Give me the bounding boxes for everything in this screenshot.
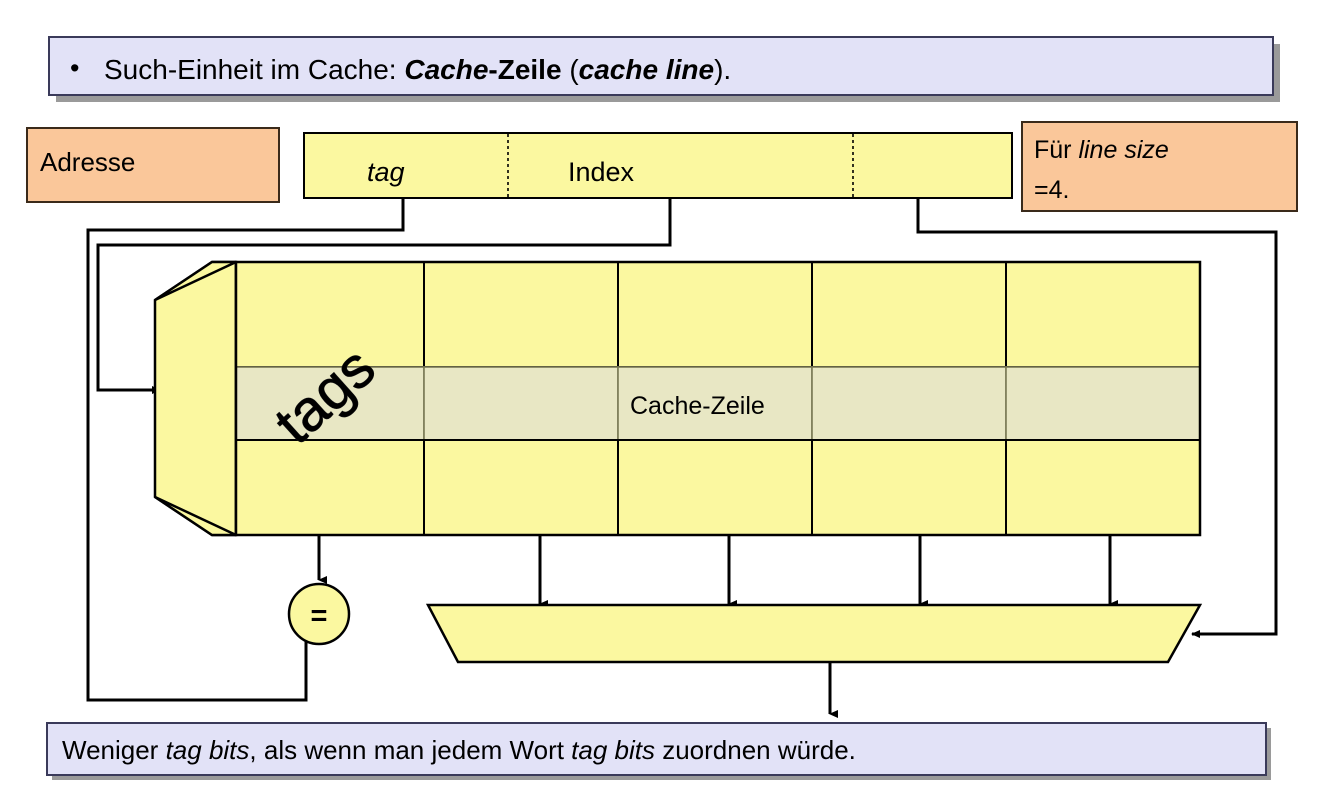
cache-cell-r1-c2 <box>811 366 1007 441</box>
wire-index-to-decoder <box>96 198 672 394</box>
cache-cell-r1-c1 <box>617 366 813 441</box>
address-field-index-label: Index <box>568 157 635 187</box>
title-bullet-text: Such-Einheit im Cache: Cache-Zeile (cach… <box>104 54 731 85</box>
cache-cell-r0-c0 <box>423 261 619 368</box>
decoder-block <box>153 260 238 537</box>
comparator-circle <box>287 582 351 646</box>
cache-cell-r0-c1 <box>617 261 813 368</box>
cache-cell-r2-c3 <box>1005 439 1201 536</box>
multiplexer-body <box>425 603 1203 664</box>
multiplexer <box>425 603 1203 664</box>
cache-cell-r2-c1 <box>617 439 813 536</box>
wire-tag-to-comparator <box>86 198 405 702</box>
footer-box-background <box>46 722 1267 776</box>
cache-cell-r1-c0 <box>423 366 619 441</box>
address-label-box: Adresse <box>26 127 280 203</box>
wire-index-group <box>96 198 672 394</box>
footer-box-text: Weniger tag bits, als wenn man jedem Wor… <box>62 735 856 765</box>
wire-offset-to-mux-select <box>916 198 1278 638</box>
address-label-background <box>26 127 280 203</box>
address-label-text: Adresse <box>40 147 135 177</box>
decoder-bottom-face <box>154 495 237 537</box>
decoder-top-face <box>154 260 237 302</box>
cache-cell-r2-c2 <box>811 439 1007 536</box>
cache-cell-r2-c0 <box>423 439 619 536</box>
note-box: Für line size =4. <box>1021 121 1298 212</box>
cache-grid <box>234 260 1202 537</box>
address-field-bar: tag Index <box>303 132 1013 199</box>
cache-cell-r1-c3 <box>1005 366 1201 441</box>
cache-cell-r0-c3 <box>1005 261 1201 368</box>
address-bar-background <box>303 132 1013 199</box>
comparator: = <box>287 582 351 646</box>
decoder-body <box>153 260 238 537</box>
note-box-line1: Für line size <box>1034 136 1169 164</box>
cache-cell-r2-tag <box>235 439 425 536</box>
title-bullet-glyph: • <box>70 53 79 83</box>
cache-cell-r0-c2 <box>811 261 1007 368</box>
note-box-line2: =4. <box>1034 176 1069 204</box>
wire-offset-group <box>916 198 1278 638</box>
comparator-symbol: = <box>311 600 328 632</box>
cache-line-row-label: Cache-Zeile <box>630 392 765 420</box>
title-bullet-box: • Such-Einheit im Cache: Cache-Zeile (ca… <box>48 36 1280 102</box>
cache-grid-outline <box>234 260 1202 537</box>
note-box-background <box>1021 121 1298 212</box>
wire-tag-to-comparator-path <box>86 198 405 702</box>
footer-box: Weniger tag bits, als wenn man jedem Wor… <box>46 722 1271 780</box>
title-bullet-background <box>48 36 1274 96</box>
address-field-tag-label: tag <box>367 157 405 187</box>
